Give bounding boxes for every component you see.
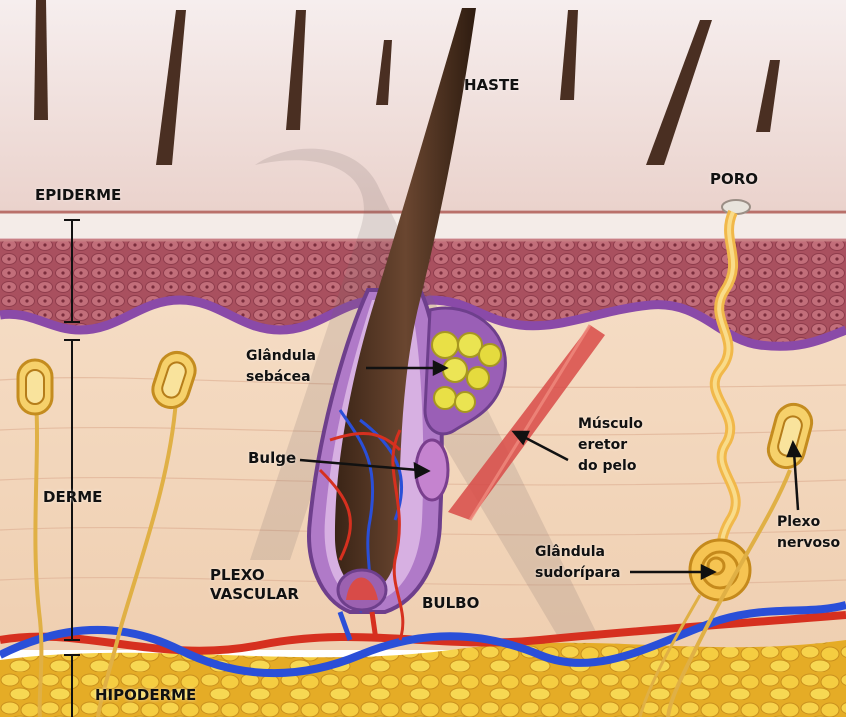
hypodermis-layer [0, 640, 846, 717]
label-glandula-sudoripara: Glândula sudorípara [535, 542, 620, 584]
label-haste: HASTE [464, 76, 519, 95]
label-derme: DERME [43, 488, 102, 507]
label-bulge: Bulge [248, 449, 296, 468]
label-plexo-vascular: PLEXO VASCULAR [210, 566, 299, 604]
label-epiderme: EPIDERME [35, 186, 121, 205]
label-poro: PORO [710, 170, 758, 189]
label-musculo-eretor: Músculo eretor do pelo [578, 414, 643, 477]
label-plexo-nervoso: Plexo nervoso [777, 512, 840, 554]
label-hipoderme: HIPODERME [95, 686, 196, 705]
label-bulbo: BULBO [422, 594, 479, 613]
label-glandula-sebacea: Glândula sebácea [246, 346, 316, 388]
